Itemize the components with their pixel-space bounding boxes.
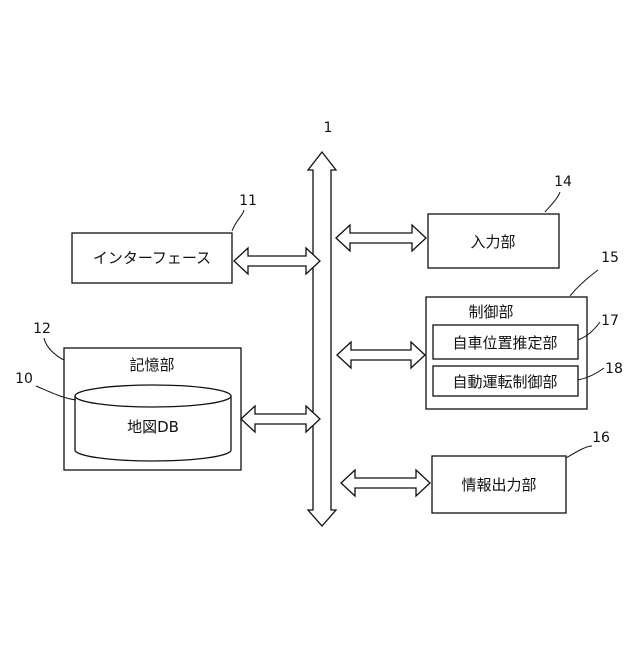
output-label: 情報出力部 bbox=[461, 476, 536, 494]
position-estimation-ref-label: 17 bbox=[601, 313, 619, 329]
input-label: 入力部 bbox=[470, 233, 515, 251]
autonomous-driving-label: 自動運転制御部 bbox=[452, 373, 557, 391]
storage-ref-label: 12 bbox=[33, 321, 51, 337]
input-ref-label: 14 bbox=[554, 174, 572, 190]
control-label: 制御部 bbox=[468, 303, 513, 321]
interface-label: インターフェース bbox=[93, 249, 211, 267]
system-ref-label: 1 bbox=[324, 120, 333, 136]
map-db-label: 地図DB bbox=[127, 418, 179, 436]
output-ref-label: 16 bbox=[592, 430, 610, 446]
autonomous-driving-ref-label: 18 bbox=[605, 361, 623, 377]
storage-label: 記憶部 bbox=[129, 356, 174, 374]
interface-ref-label: 11 bbox=[239, 193, 257, 209]
control-ref-label: 15 bbox=[601, 250, 619, 266]
map-db-ref-label: 10 bbox=[15, 371, 33, 387]
position-estimation-label: 自車位置推定部 bbox=[452, 334, 557, 352]
